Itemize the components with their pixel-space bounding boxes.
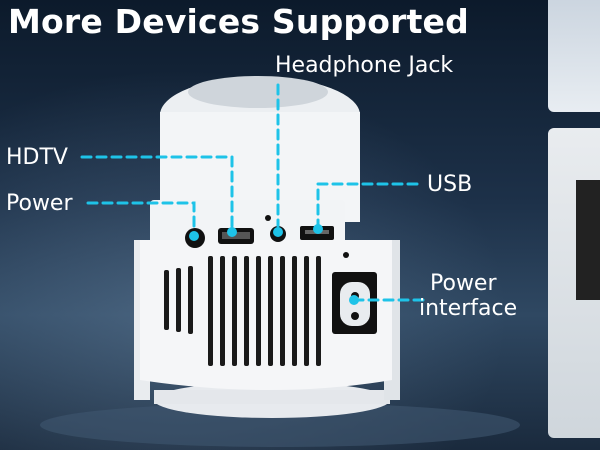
projector-lower-housing (140, 240, 392, 390)
label-headphone-jack: Headphone Jack (275, 53, 454, 78)
page-title: More Devices Supported (8, 2, 469, 41)
vent-slots (164, 256, 321, 366)
side-thumbnail-bottom (548, 128, 600, 438)
usb-callout-line (316, 182, 419, 228)
label-power-interface-line1: Power (430, 271, 497, 296)
hdtv-callout-line (80, 155, 234, 230)
side-thumbnail-top (548, 0, 600, 112)
indicator-hole (265, 215, 271, 221)
small-hole (343, 252, 349, 258)
power-callout-line (86, 201, 196, 230)
projector-vent-grille (188, 76, 328, 108)
side-thumbnail-dark-object (576, 180, 600, 300)
projector-base-rim (154, 390, 390, 404)
callout-lines (80, 83, 429, 302)
label-usb: USB (427, 172, 473, 197)
label-hdtv: HDTV (6, 145, 68, 170)
callout-dots (189, 224, 359, 305)
label-power: Power (6, 191, 73, 216)
table-shadow (40, 403, 520, 447)
label-power-interface-line2: interface (419, 296, 518, 321)
